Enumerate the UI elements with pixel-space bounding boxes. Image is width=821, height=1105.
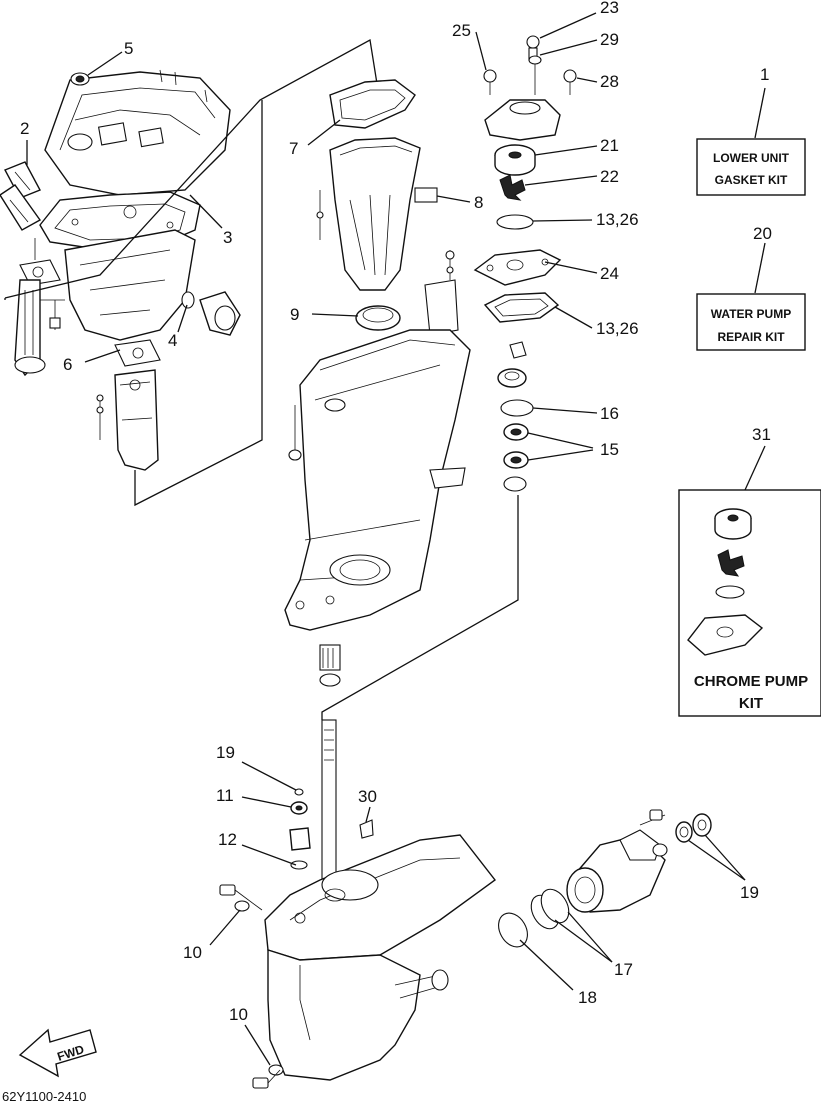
fwd-arrow: FWD <box>18 1028 97 1078</box>
water-pump-repair-kit-line2: REPAIR KIT <box>717 330 785 344</box>
callout-28-top: 25 <box>452 21 471 40</box>
bracket-2-drawing <box>0 161 42 231</box>
callout-10-upper: 10 <box>183 943 202 962</box>
callout-2: 2 <box>20 119 29 138</box>
callout-10-lower: 10 <box>229 1005 248 1024</box>
propeller-shaft-housing-drawing <box>566 809 712 913</box>
callout-19: 19 <box>740 883 759 902</box>
callout-9: 9 <box>290 305 299 324</box>
callout-28-right: 28 <box>600 72 619 91</box>
oil-seals-15-drawing <box>503 423 529 492</box>
left-small-parts-drawing <box>14 238 161 377</box>
oil-pan-drawing <box>316 137 438 291</box>
callout-16: 16 <box>600 404 619 423</box>
lower-unit-gasket-kit-line1: LOWER UNIT <box>713 151 790 165</box>
callout-6: 6 <box>63 355 72 374</box>
pump-bearing-drawing <box>497 341 527 388</box>
gasket-14-27-drawing <box>483 292 560 323</box>
callout-21: 20 <box>753 224 772 243</box>
upper-casing-drawing <box>44 69 231 196</box>
o-rings-17-18-drawing <box>498 888 570 948</box>
chrome-pump-kit-line1: CHROME PUMP <box>694 673 808 690</box>
callout-3: 3 <box>223 228 232 247</box>
water-pump-housing-drawing <box>483 35 577 141</box>
callout-15: 15 <box>600 440 619 459</box>
insert-cartridge-22-drawing <box>494 144 536 176</box>
callout-1: 1 <box>760 65 769 84</box>
diagram-code: 62Y1100-2410 <box>2 1089 86 1104</box>
callout-20: 19 <box>216 743 235 762</box>
drive-shaft-housing-drawing <box>284 329 471 631</box>
connector-4-drawing <box>181 291 241 336</box>
lower-unit-gasket-kit-box: LOWER UNIT GASKET KIT <box>696 138 806 196</box>
callout-8: 8 <box>474 193 483 212</box>
callout-24: 23 <box>600 0 619 17</box>
callout-numbers: 5 2 3 4 6 7 8 9 25 23 29 28 21 22 13,26 … <box>20 0 805 1024</box>
callout-22: 21 <box>600 136 619 155</box>
water-pump-repair-kit-line1: WATER PUMP <box>711 307 791 321</box>
callout-7: 7 <box>289 139 298 158</box>
callout-4: 4 <box>168 331 177 350</box>
chrome-pump-kit-line2: KIT <box>739 695 763 712</box>
callout-14-27: 13,26 <box>596 319 639 338</box>
callout-30: 30 <box>358 787 377 806</box>
gasket-7-drawing <box>329 79 416 129</box>
o-ring-16-drawing <box>500 399 534 417</box>
callout-18: 18 <box>578 988 597 1007</box>
gearcase-drawing <box>264 834 496 1081</box>
pump-leader-line <box>321 495 519 720</box>
callout-5: 5 <box>124 39 133 58</box>
coupling-drawing <box>319 644 341 687</box>
gasket-13-26-drawing <box>496 214 534 230</box>
lower-unit-gasket-kit-line2: GASKET KIT <box>715 173 788 187</box>
leader-frame-lines <box>4 38 379 507</box>
callout-13-26: 13,26 <box>596 210 639 229</box>
water-pump-repair-kit-box: WATER PUMP REPAIR KIT <box>696 293 806 351</box>
drive-shaft-drawing <box>321 719 337 881</box>
lower-casing-left-drawing <box>30 229 196 341</box>
callout-12: 12 <box>218 830 237 849</box>
callout-11: 11 <box>216 786 234 805</box>
callout-31: 31 <box>752 425 771 444</box>
callout-23: 22 <box>600 167 619 186</box>
impeller-23-drawing <box>499 174 526 201</box>
outer-plate-25-drawing <box>473 249 562 286</box>
bracket-right-drawing <box>424 250 459 336</box>
drain-screws-10-drawing <box>219 884 284 1089</box>
exhaust-pipe-left-drawing <box>96 369 159 471</box>
chrome-pump-kit-box: CHROME PUMP KIT <box>678 489 821 717</box>
callout-25: 24 <box>600 264 619 283</box>
seal-9-drawing <box>355 305 401 331</box>
callout-29: 29 <box>600 30 619 49</box>
shaft-small-parts-drawing <box>289 788 374 870</box>
callout-17: 17 <box>614 960 633 979</box>
leader-lines <box>26 12 783 1066</box>
